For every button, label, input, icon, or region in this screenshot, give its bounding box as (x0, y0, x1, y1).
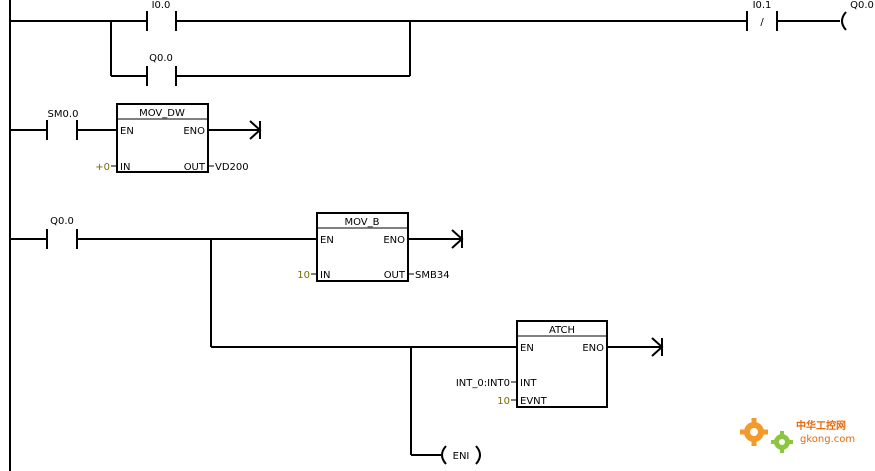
mov-dw-out-value: VD200 (215, 162, 249, 173)
mov-b-in-value: 10 (297, 270, 310, 281)
eni-coil-label: ENI (453, 451, 470, 462)
atch-en: EN (520, 343, 534, 354)
atch-title: ATCH (549, 325, 575, 336)
contact-i00-label: I0.0 (152, 0, 171, 11)
mov-b-box[interactable]: MOV_B EN ENO IN OUT 10 SMB34 (297, 212, 450, 282)
coil-q00[interactable]: Q0.0 (841, 0, 874, 31)
atch-evnt-value: 10 (497, 396, 510, 407)
mov-dw-box[interactable]: MOV_DW EN ENO IN OUT +0 VD200 (95, 103, 249, 173)
mov-b-in-pin: IN (320, 270, 330, 281)
watermark-logo: 中华工控网 gkong.com (740, 418, 855, 453)
contact-q00-branch-label: Q0.0 (149, 53, 173, 64)
atch-int-value: INT_0:INT0 (456, 378, 510, 389)
contact-sm00[interactable]: SM0.0 (46, 109, 79, 140)
mov-dw-en: EN (120, 126, 134, 137)
mov-b-title: MOV_B (344, 217, 379, 228)
atch-eno: ENO (582, 343, 604, 354)
mov-b-eno: ENO (383, 235, 405, 246)
atch-evnt-pin: EVNT (520, 396, 548, 407)
mov-b-out-pin: OUT (384, 270, 406, 281)
contact-i00[interactable]: I0.0 (146, 0, 177, 31)
network-3 (10, 229, 664, 456)
atch-int-pin: INT (520, 378, 537, 389)
contact-i01-label: I0.1 (753, 0, 772, 11)
contact-q00-net3[interactable]: Q0.0 (46, 216, 78, 249)
coil-q00-label: Q0.0 (850, 0, 874, 11)
network-2 (10, 120, 262, 140)
watermark-name: 中华工控网 (796, 419, 846, 432)
mov-dw-in-pin: IN (120, 162, 130, 173)
contact-q00-branch[interactable]: Q0.0 (146, 53, 177, 86)
contact-i01-nc[interactable]: I0.1 / (746, 0, 778, 31)
contact-sm00-label: SM0.0 (48, 109, 79, 120)
network-1 (10, 20, 840, 77)
contact-q00-net3-label: Q0.0 (50, 216, 74, 227)
mov-dw-in-value: +0 (95, 162, 110, 173)
atch-box[interactable]: ATCH EN ENO INT EVNT INT_0:INT0 10 (456, 320, 608, 408)
eni-coil[interactable]: ENI (441, 445, 481, 465)
mov-b-en: EN (320, 235, 334, 246)
gear-small-icon (771, 431, 793, 453)
mov-dw-out-pin: OUT (184, 162, 206, 173)
watermark-url: gkong.com (800, 434, 855, 445)
mov-dw-title: MOV_DW (139, 108, 185, 119)
mov-dw-eno: ENO (183, 126, 205, 137)
contact-i01-symbol: / (760, 17, 764, 28)
mov-b-out-value: SMB34 (415, 270, 450, 281)
gear-icon (740, 418, 768, 446)
